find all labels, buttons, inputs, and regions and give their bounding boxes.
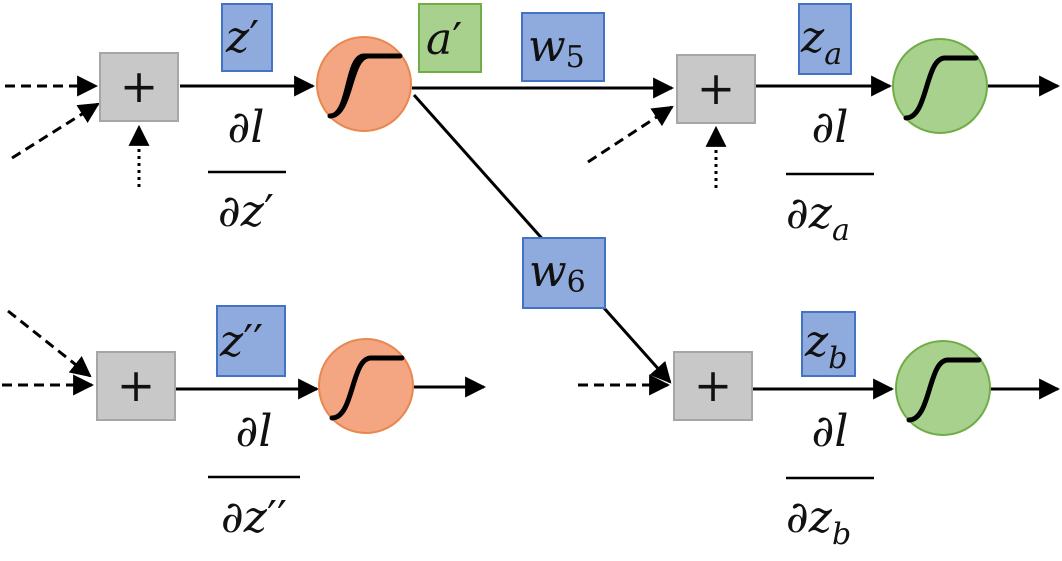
plus-icon: +	[117, 358, 156, 412]
plus-icon: +	[120, 59, 159, 113]
label-z-prime: z′	[221, 3, 273, 72]
label-w6: w6	[522, 237, 606, 309]
svg-text:∂l: ∂l	[812, 102, 849, 153]
svg-text:z′: z′	[225, 12, 259, 63]
svg-text:zb: zb	[804, 316, 847, 376]
gradient-dl-dz-prime: ∂l ∂z′	[208, 102, 286, 237]
svg-text:∂zb: ∂zb	[786, 492, 851, 552]
svg-text:w6: w6	[529, 246, 586, 300]
input-arrow-dashed-diagonal	[11, 102, 100, 160]
svg-text:∂z′: ∂z′	[218, 186, 274, 237]
svg-text:∂z′′: ∂z′′	[221, 492, 287, 543]
input-arrow-dashed-diagonal	[7, 309, 92, 378]
hidden-neuron	[316, 36, 412, 132]
gradient-dl-dz-a: ∂l ∂za	[786, 102, 874, 248]
input-arrow-dashed-diagonal	[587, 105, 674, 164]
sigmoid-icon	[906, 357, 982, 423]
hidden-neuron	[318, 338, 414, 434]
svg-text:∂l: ∂l	[236, 406, 273, 457]
svg-text:a′: a′	[426, 14, 462, 65]
svg-text:∂l: ∂l	[812, 406, 849, 457]
svg-text:za: za	[800, 12, 842, 72]
label-z-a: za	[798, 3, 852, 75]
sigmoid-icon	[327, 53, 403, 119]
output-neuron	[892, 38, 988, 134]
sum-node: +	[99, 52, 179, 122]
sum-node: +	[96, 351, 176, 421]
label-z-double-prime: z′′	[216, 305, 286, 377]
svg-text:∂za: ∂za	[786, 188, 850, 248]
output-neuron	[895, 340, 991, 436]
label-w5: w5	[521, 12, 605, 82]
sigmoid-icon	[329, 355, 405, 421]
sum-node: +	[673, 351, 753, 421]
svg-text:z′′: z′′	[219, 316, 263, 367]
plus-icon: +	[697, 61, 736, 115]
gradient-dl-dz-double-prime: ∂l ∂z′′	[208, 406, 300, 543]
plus-icon: +	[694, 358, 733, 412]
sum-node: +	[676, 54, 756, 124]
gradient-dl-dz-b: ∂l ∂zb	[786, 406, 874, 552]
label-a-prime: a′	[418, 3, 482, 73]
sigmoid-icon	[903, 55, 979, 121]
label-z-b: zb	[801, 311, 856, 377]
svg-text:∂l: ∂l	[228, 102, 265, 153]
svg-text:w5: w5	[528, 21, 585, 75]
